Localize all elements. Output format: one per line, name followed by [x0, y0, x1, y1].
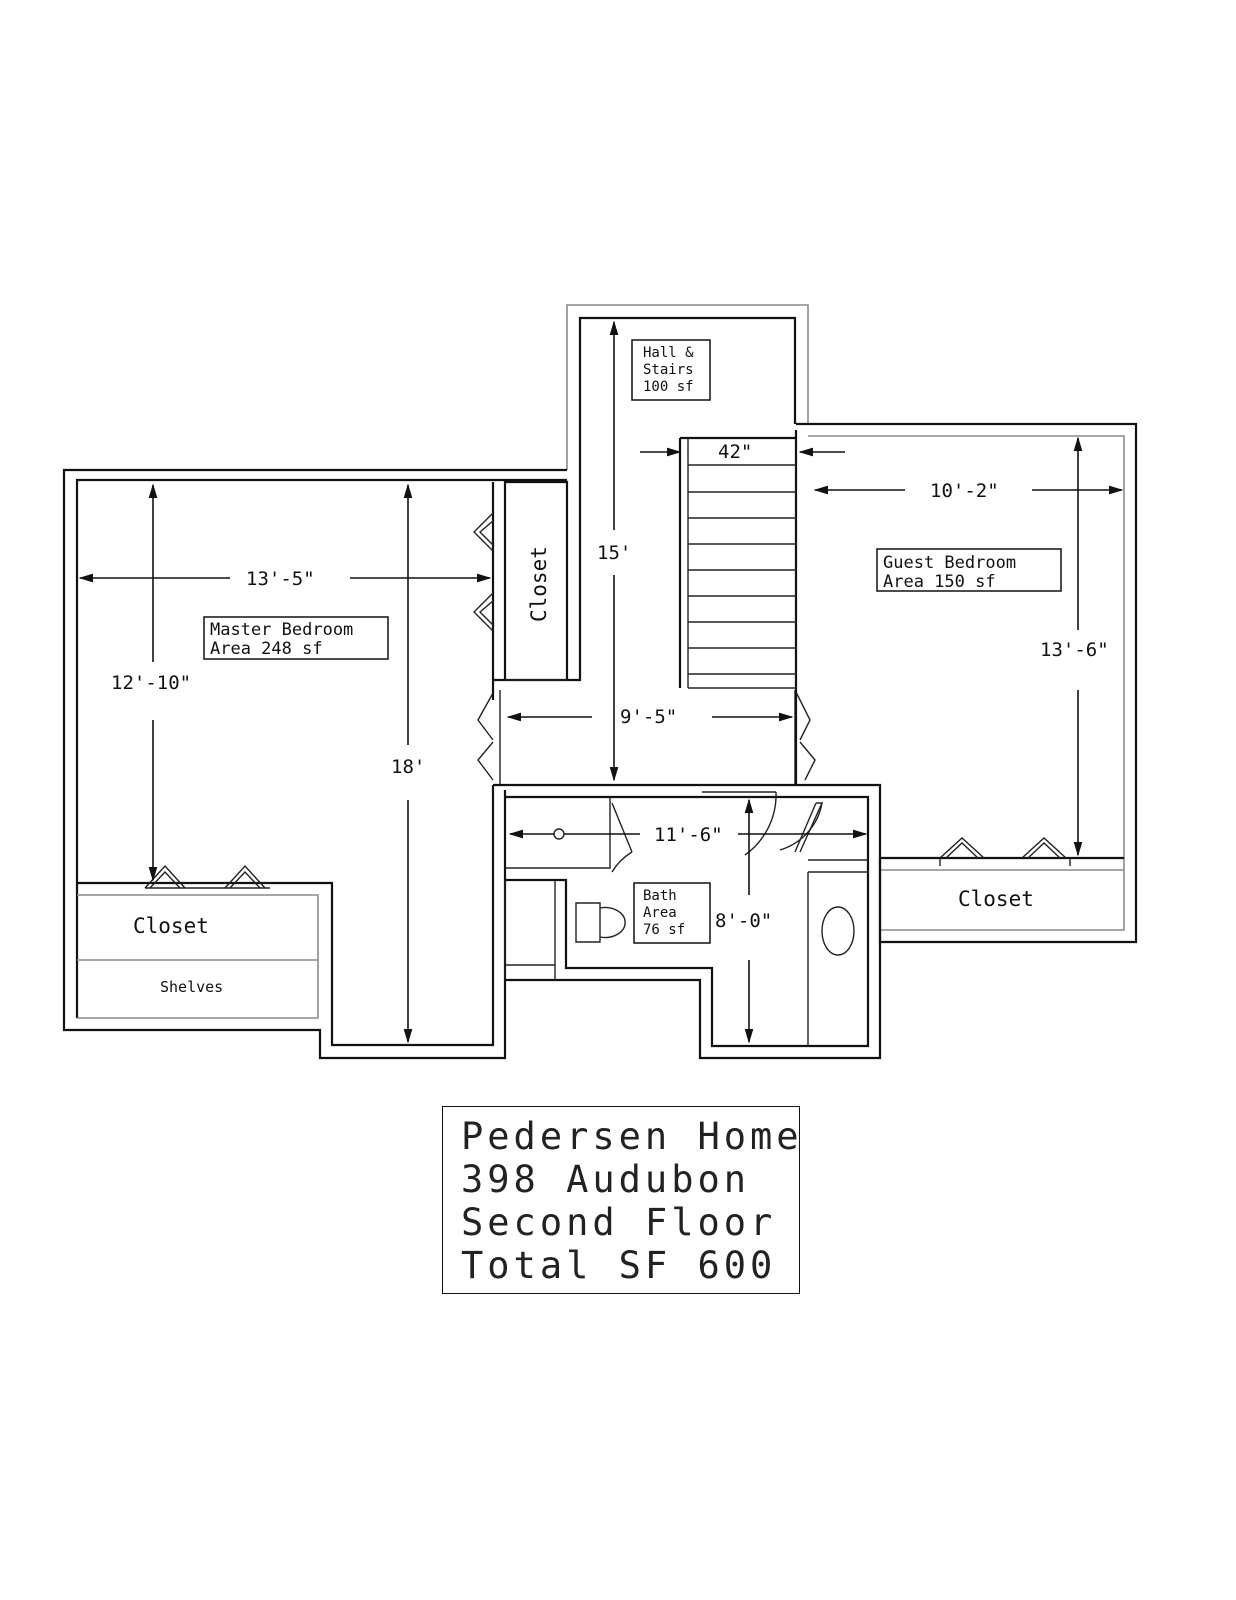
- dim-bath-width: 11'-6": [654, 824, 723, 846]
- stair-closet-label: Closet: [527, 546, 551, 622]
- dim-bath-depth: 8'-0": [715, 910, 772, 932]
- bath-label-line2: Area: [643, 905, 677, 921]
- title-line-2: 398 Audubon: [461, 1158, 751, 1201]
- hall-label-line2: Stairs: [643, 362, 694, 378]
- shelves-label: Shelves: [160, 978, 223, 996]
- dim-hall-length: 15': [597, 542, 631, 564]
- title-block: Pedersen Home 398 Audubon Second Floor T…: [442, 1106, 800, 1294]
- dim-guest-depth: 13'-6": [1040, 639, 1109, 661]
- hall-walls: [566, 304, 809, 470]
- title-line-1: Pedersen Home: [461, 1115, 803, 1158]
- guest-closet-label: Closet: [958, 887, 1034, 911]
- title-line-3: Second Floor: [461, 1201, 777, 1244]
- guest-label-line1: Guest Bedroom: [883, 553, 1016, 573]
- dimension-lines: [78, 320, 1124, 1044]
- master-label-line1: Master Bedroom: [210, 620, 353, 640]
- staircase: [678, 430, 798, 785]
- bath-label-box: [633, 882, 711, 944]
- dim-master-width: 13'-5": [246, 568, 315, 590]
- guest-label-box: [876, 548, 1062, 592]
- master-label-line2: Area 248 sf: [210, 639, 323, 659]
- hall-label-line3: 100 sf: [643, 379, 694, 395]
- title-line-4: Total SF 600: [461, 1244, 777, 1287]
- master-closet-label: Closet: [133, 914, 209, 938]
- master-label-box: [203, 616, 389, 660]
- guest-label-line2: Area 150 sf: [883, 572, 996, 592]
- bath-label-line3: 76 sf: [643, 922, 685, 938]
- dim-master-depth: 12'-10": [111, 672, 191, 694]
- stair-closet-doors: [473, 511, 495, 633]
- bath-label-line1: Bath: [643, 888, 677, 904]
- hall-label-line1: Hall &: [643, 345, 694, 361]
- dim-stair-width: 42": [718, 441, 752, 463]
- hall-doors: [477, 689, 816, 785]
- master-bedroom-walls: [62, 468, 582, 1060]
- dim-hall-width: 9'-5": [620, 706, 677, 728]
- dim-guest-width: 10'-2": [930, 480, 999, 502]
- hall-label-box: [631, 339, 711, 401]
- dim-master-length: 18': [391, 756, 425, 778]
